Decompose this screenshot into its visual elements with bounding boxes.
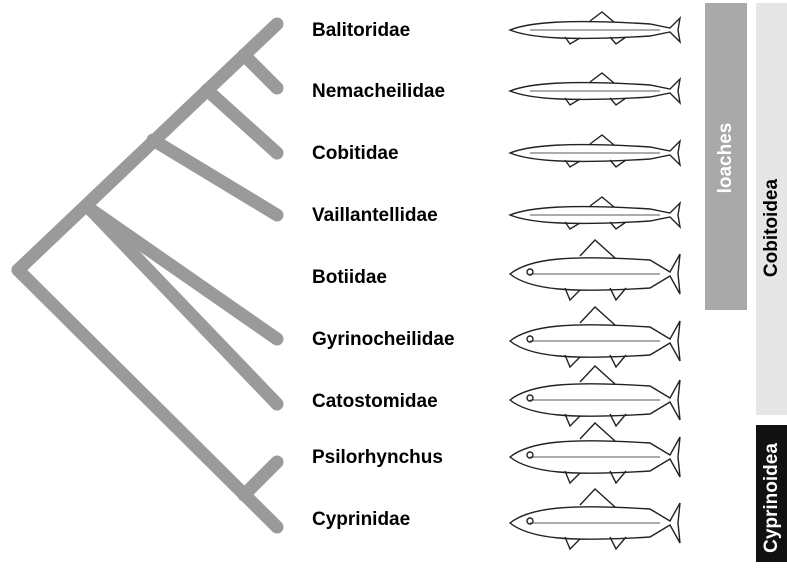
- fish-illustration: [510, 73, 680, 105]
- loaches-group-label: loaches: [711, 78, 741, 238]
- fish-illustration: [510, 307, 680, 367]
- fish-illustration: [510, 240, 680, 300]
- fish-illustration: [510, 135, 680, 167]
- fish-dorsal-fin: [580, 307, 615, 325]
- cyprinoidea-group-label: Cyprinoidea: [757, 428, 787, 568]
- fish-illustration: [510, 489, 680, 549]
- fish-dorsal-fin: [590, 12, 614, 22]
- fish-dorsal-fin: [580, 366, 615, 384]
- loaches-group-bar: loaches: [705, 3, 747, 310]
- fish-dorsal-fin: [580, 240, 615, 258]
- fish-illustration: [510, 12, 680, 44]
- fish-dorsal-fin: [590, 197, 614, 207]
- cobitoidea-group-bar: Cobitoidea: [756, 3, 787, 415]
- fish-illustration: [510, 366, 680, 426]
- fish-illustration: [510, 423, 680, 483]
- fish-dorsal-fin: [580, 423, 615, 441]
- fish-dorsal-fin: [580, 489, 615, 507]
- cyprinoidea-group-bar: Cyprinoidea: [756, 425, 787, 562]
- fish-illustration: [510, 197, 680, 229]
- fish-dorsal-fin: [590, 73, 614, 83]
- fish-dorsal-fin: [590, 135, 614, 145]
- cobitoidea-group-label: Cobitoidea: [757, 148, 787, 308]
